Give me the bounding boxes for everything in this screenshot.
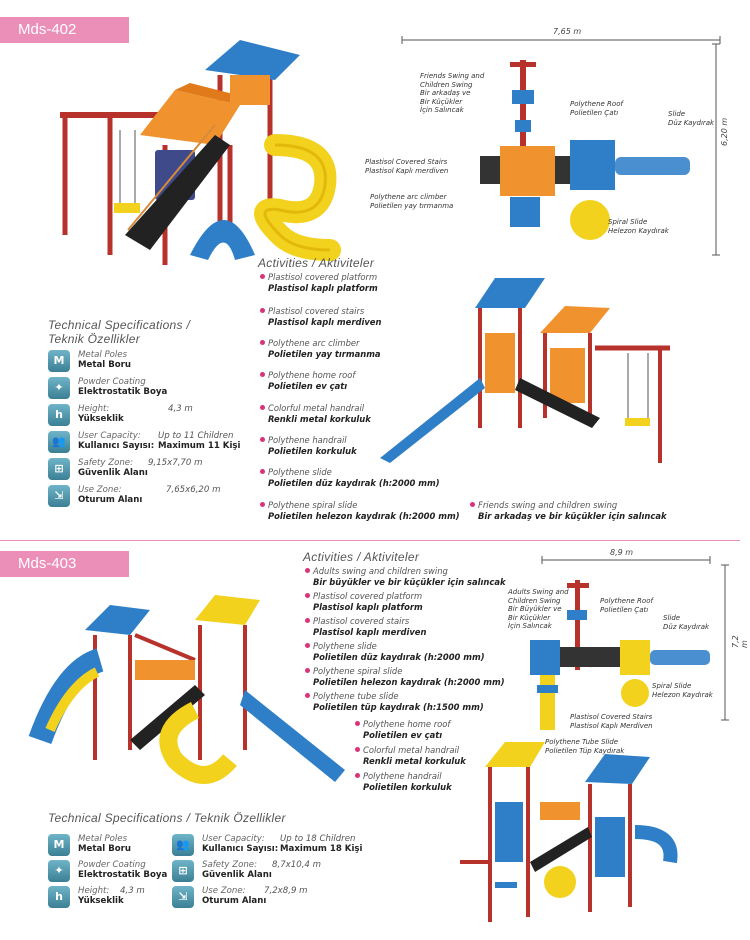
powder-coating-icon: ✦ bbox=[48, 860, 70, 882]
height-icon: h bbox=[48, 886, 70, 908]
specs-title: Technical Specifications / Teknik Özelli… bbox=[48, 318, 191, 346]
top-view-plan bbox=[530, 580, 710, 730]
powder-coating-icon: ✦ bbox=[48, 377, 70, 399]
plan-width: 7,65 m bbox=[553, 27, 582, 36]
user-capacity-icon: 👥 bbox=[172, 834, 194, 856]
plan-width: 8,9 m bbox=[610, 548, 634, 557]
playground-illustration-alt bbox=[380, 278, 670, 463]
safety-zone-icon: ⊞ bbox=[48, 458, 70, 480]
model-tag: Mds-403 bbox=[0, 551, 129, 577]
section-divider bbox=[0, 540, 740, 541]
plan-height: 6,20 m bbox=[720, 117, 729, 146]
playground-illustration bbox=[60, 40, 341, 265]
top-view-plan bbox=[480, 60, 690, 240]
playground-illustration-alt bbox=[460, 742, 678, 922]
specs-title: Technical Specifications / Teknik Özelli… bbox=[48, 811, 286, 825]
safety-zone-icon: ⊞ bbox=[172, 860, 194, 882]
metal-poles-icon: M bbox=[48, 834, 70, 856]
plan-height: 7,2 m bbox=[731, 635, 749, 648]
use-zone-icon: ⇲ bbox=[172, 886, 194, 908]
plan-dimension-lines bbox=[401, 36, 721, 256]
playground-illustration bbox=[28, 595, 345, 784]
model-tag: Mds-402 bbox=[0, 17, 129, 43]
use-zone-icon: ⇲ bbox=[48, 485, 70, 507]
activities-title: Activities / Aktiviteler bbox=[258, 256, 375, 270]
activities-title: Activities / Aktiviteler bbox=[303, 550, 420, 564]
height-icon: h bbox=[48, 404, 70, 426]
plan-dimension-lines bbox=[541, 556, 729, 721]
user-capacity-icon: 👥 bbox=[48, 431, 70, 453]
metal-poles-icon: M bbox=[48, 350, 70, 372]
